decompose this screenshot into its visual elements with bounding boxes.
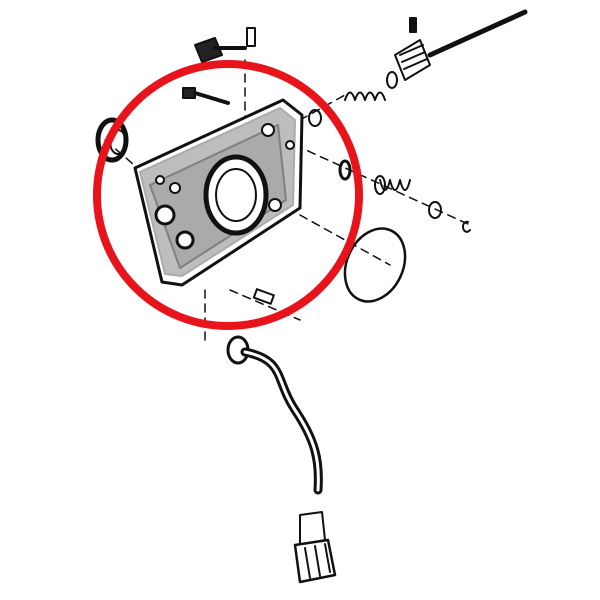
gear-sleeve xyxy=(394,39,431,81)
dowel-pin xyxy=(246,27,256,47)
washer-top xyxy=(308,109,322,127)
screw xyxy=(182,87,230,105)
spring-top xyxy=(344,91,386,101)
o-ring xyxy=(343,227,407,303)
top-pin xyxy=(409,17,417,33)
washer-small xyxy=(428,201,442,219)
bolt xyxy=(194,37,247,63)
drive-shaft xyxy=(427,9,528,59)
washer-mid xyxy=(338,159,352,181)
circlip xyxy=(461,220,471,233)
highlight-circle xyxy=(93,60,363,330)
oil-hose xyxy=(226,335,323,495)
pump-cover-plate xyxy=(133,98,304,287)
oil-pickup-filter xyxy=(293,511,337,584)
